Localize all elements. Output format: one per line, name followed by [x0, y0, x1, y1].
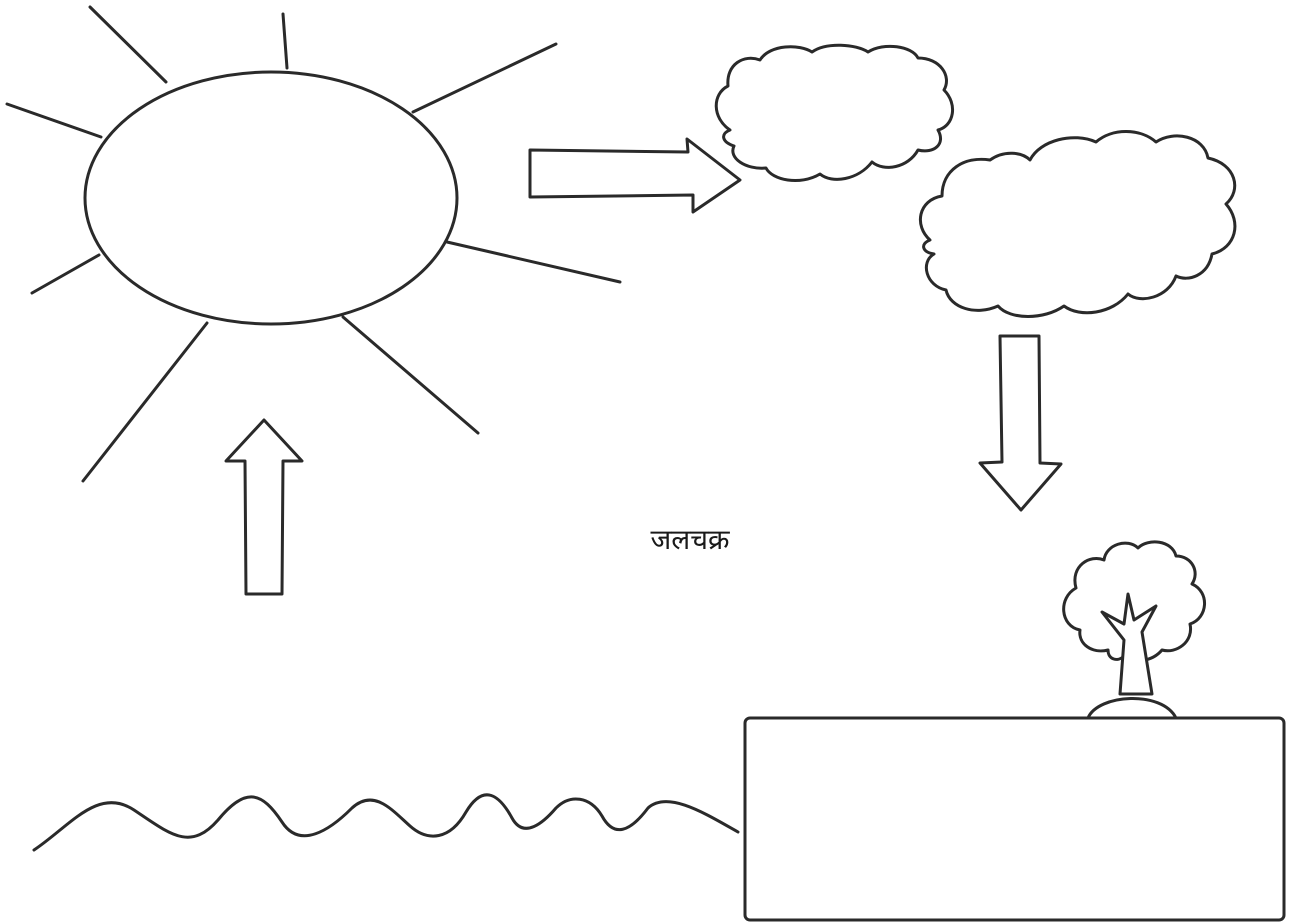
sun-ray	[281, 12, 289, 70]
tree-canopy	[1062, 540, 1206, 663]
cloud-large	[919, 130, 1237, 318]
sea-waves	[32, 793, 740, 852]
sun-rays	[5, 5, 622, 483]
sun-ray	[30, 253, 101, 295]
sun-ray	[341, 315, 480, 435]
diagram-title: जलचक्र	[650, 523, 730, 556]
arrow-down	[978, 334, 1063, 512]
arrow-right	[528, 137, 742, 214]
tree	[1062, 540, 1206, 720]
tree-trunk	[1100, 592, 1158, 696]
sun	[5, 5, 622, 483]
sun-ray	[5, 102, 103, 139]
arrow-up	[224, 418, 304, 596]
sun-disc	[83, 70, 459, 326]
ground-box	[743, 716, 1286, 922]
tree-mound	[1086, 697, 1178, 720]
sun-ray	[411, 42, 558, 114]
sun-ray	[88, 5, 168, 84]
sun-ray	[445, 240, 622, 284]
cloud-small	[714, 43, 954, 182]
sun-ray	[81, 321, 209, 483]
